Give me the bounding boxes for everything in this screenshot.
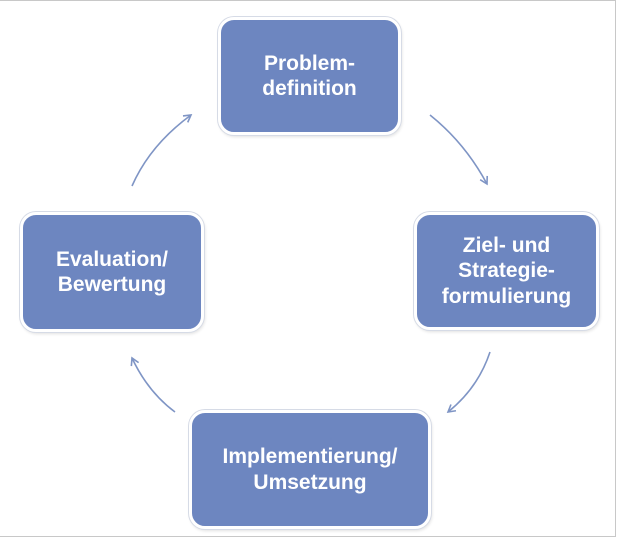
node-ziel-strategie: Ziel- und Strategie- formulierung (414, 212, 599, 330)
frame-bottom-border (0, 536, 616, 537)
arrow-eval-to-problem (131, 114, 193, 187)
node-implementierung: Implementierung/ Umsetzung (189, 410, 431, 529)
node-evaluation: Evaluation/ Bewertung (20, 212, 204, 332)
frame-right-border (615, 0, 616, 536)
arrow-impl-to-eval (130, 356, 176, 413)
arrow-problem-to-ziel (429, 114, 489, 186)
node-problem-definition: Problem- definition (218, 17, 401, 135)
arrow-ziel-to-impl (446, 351, 491, 414)
frame-top-border (0, 0, 615, 1)
